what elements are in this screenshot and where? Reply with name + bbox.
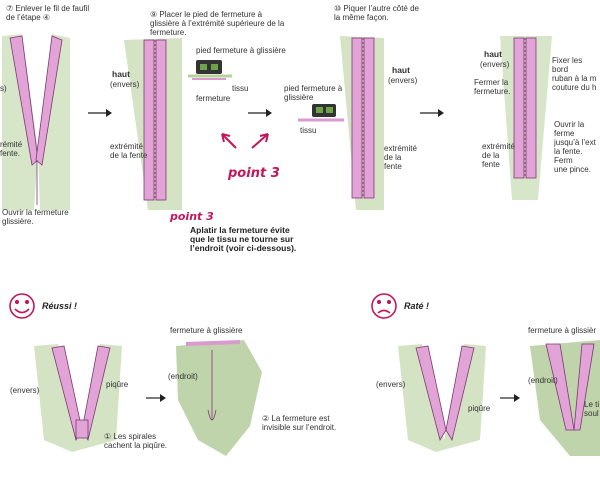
envers-label-step4: (envers): [480, 60, 510, 69]
envers-label-cut: s): [0, 84, 7, 93]
point3-arrows: [221, 133, 269, 149]
success-endroit-label: (endroit): [168, 372, 198, 381]
point3-label-top: point 3: [228, 166, 280, 181]
happy-face-icon: [9, 293, 35, 319]
extremite-label-step2: extrémité de la fente: [110, 142, 148, 160]
success-envers-figure: [34, 344, 122, 452]
fail-title: Raté !: [404, 301, 430, 311]
arrow-fail: [500, 394, 520, 402]
extremite-label-step3: extrémité de la fente: [384, 144, 417, 171]
foot-label-step2: pied fermeture à glissière: [196, 46, 286, 55]
fail-endroit-figure: [530, 340, 600, 456]
fail-tissu-text-cut: Le ti soul: [584, 400, 600, 418]
success-envers-label: (envers): [10, 386, 40, 395]
success-spirales-text: ① Les spirales cachent la piqûre.: [104, 432, 168, 450]
fail-piqure-label: piqûre: [468, 404, 491, 413]
tissu-label-step3: tissu: [300, 126, 317, 135]
fermeture-label-step2: fermeture: [196, 94, 231, 103]
success-invisible-text: ② La fermeture est invisible sur l’endro…: [262, 414, 337, 432]
fix-borders-text-cut: Fixer les bord ruban à la m couture du h: [552, 56, 597, 92]
foot-label-step3: pied fermeture à glissière: [284, 84, 343, 102]
presser-foot-step2: [188, 60, 232, 80]
extremite-label-step4: extrémité de la fente: [482, 142, 515, 169]
success-endroit-figure: [176, 340, 262, 456]
zipper-figure-step1: [2, 34, 70, 210]
sad-face-icon: [371, 293, 397, 319]
open-zip-text-step4-cut: Ouvrir la ferme jusqu’à l’ext la fente. …: [554, 120, 596, 174]
arrow-1: [88, 109, 112, 117]
fail-endroit-label: (endroit): [528, 376, 558, 385]
zipper-figure-step2: [124, 38, 182, 210]
close-zip-text: Fermer la fermeture.: [474, 78, 511, 96]
haut-label-step2: haut: [112, 69, 130, 79]
zipper-figure-step4: [500, 36, 552, 200]
fail-envers-label: (envers): [376, 380, 406, 389]
step10-text: ⑩ Piquer l’autre côté de la même façon.: [334, 4, 419, 22]
tissu-label-step2: tissu: [232, 84, 249, 93]
step7-text: ⑦ Enlever le fil de faufil de l’étape ④: [6, 4, 90, 22]
point3-note: Aplatir la fermeture évite que le tissu …: [190, 225, 297, 253]
open-zip-text-cut: Ouvrir la fermeture glissière.: [2, 208, 69, 226]
step9-text: ⑨ Placer le pied de fermeture à glissièr…: [150, 10, 285, 37]
fail-zip-label-cut: fermeture à glissièr: [528, 326, 597, 335]
arrow-3: [420, 109, 444, 117]
presser-foot-step3: [298, 104, 344, 122]
fail-envers-figure: [398, 344, 486, 452]
envers-label-step3: (envers): [388, 76, 418, 85]
extremite-label-cut: rémité fente.: [0, 140, 23, 158]
haut-label-step3: haut: [392, 65, 410, 75]
zipper-figure-step3: [340, 36, 384, 210]
haut-label-step4: haut: [484, 49, 502, 59]
success-zip-label: fermeture à glissière: [170, 326, 243, 335]
point3-label-bottom: point 3: [170, 210, 214, 223]
arrow-2: [248, 109, 272, 117]
success-title: Réussi !: [42, 301, 78, 311]
envers-label-step2: (envers): [110, 80, 140, 89]
arrow-success: [146, 394, 166, 402]
success-piqure-label: piqûre: [106, 380, 129, 389]
